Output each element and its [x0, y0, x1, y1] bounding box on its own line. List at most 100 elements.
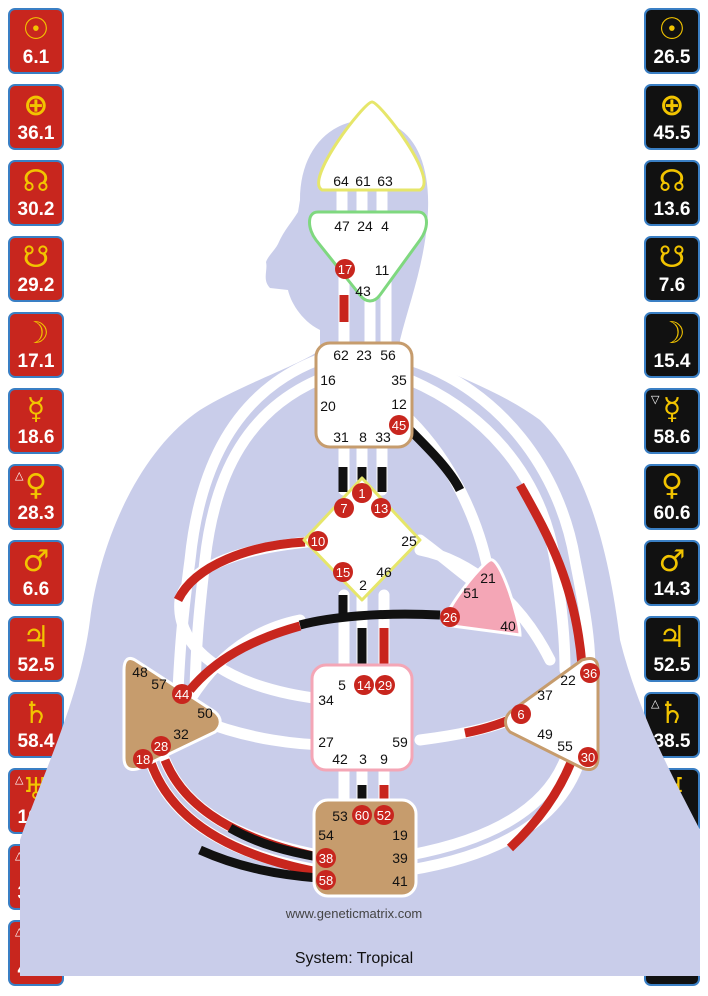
venus-icon: ♀ [25, 468, 47, 503]
gate-42: 42 [332, 751, 348, 767]
earth-icon: ⊕ [659, 88, 685, 123]
planet-card-south-node: ☋7.6 [644, 236, 700, 302]
gate-64: 64 [333, 173, 349, 189]
planet-gate-value: 15.4 [653, 351, 691, 372]
gate-60-marker [352, 805, 372, 825]
design-planet-column: ☉6.1⊕36.1☊30.2☋29.2☽17.1☿18.6△♀28.3♂6.6♃… [8, 8, 68, 996]
planet-gate-value: 52.5 [653, 655, 691, 676]
fixing-mark-icon: ▽ [651, 393, 660, 406]
gate-29-marker [375, 675, 395, 695]
south-node-icon: ☋ [658, 240, 686, 275]
gate-39: 39 [392, 850, 408, 866]
gate-19: 19 [392, 827, 408, 843]
root-center [312, 798, 418, 898]
planet-card-mercury: ☿18.6 [8, 388, 64, 454]
gate-47: 47 [334, 218, 350, 234]
gate-36: 36 [583, 666, 597, 681]
north-node-icon: ☊ [22, 164, 50, 199]
gate-2: 2 [359, 577, 367, 593]
moon-icon: ☽ [22, 316, 50, 351]
saturn-icon: ♄ [658, 696, 686, 731]
fixing-mark-icon: △ [15, 849, 24, 862]
gate-1-marker [352, 483, 372, 503]
gate-10: 10 [311, 534, 325, 549]
gate-35: 35 [391, 372, 407, 388]
gate-58-marker [316, 870, 336, 890]
gate-63: 63 [377, 173, 393, 189]
planet-card-sun: ☉26.5 [644, 8, 700, 74]
gate-15-marker [333, 562, 353, 582]
gate-37: 37 [537, 687, 553, 703]
planet-card-jupiter: ♃52.5 [8, 616, 64, 682]
planet-card-mercury: ▽☿58.6 [644, 388, 700, 454]
throat-center [314, 341, 414, 449]
earth-icon: ⊕ [23, 88, 49, 123]
gate-48: 48 [132, 664, 148, 680]
gate-45-marker [389, 415, 409, 435]
gate-49: 49 [537, 726, 553, 742]
gate-31: 31 [333, 429, 349, 445]
mars-icon: ♂ [22, 544, 50, 579]
gate-17: 17 [338, 262, 352, 277]
gate-13-marker [371, 498, 391, 518]
gate-14: 14 [357, 678, 371, 693]
gate-5: 5 [338, 677, 346, 693]
planet-card-earth: ⊕36.1 [8, 84, 64, 150]
fixing-mark-icon: △ [15, 773, 24, 786]
gate-28-marker [151, 736, 171, 756]
gate-7-marker [334, 498, 354, 518]
gate-17-marker [335, 259, 355, 279]
gate-50: 50 [197, 705, 213, 721]
planet-card-mars: ♂14.3 [644, 540, 700, 606]
gate-53: 53 [332, 808, 348, 824]
gate-38: 38 [319, 851, 333, 866]
gate-22: 22 [560, 672, 576, 688]
planet-card-earth: ⊕45.5 [644, 84, 700, 150]
website-credit: www.geneticmatrix.com [285, 906, 423, 921]
gate-1: 1 [358, 486, 365, 501]
gate-61: 61 [355, 173, 371, 189]
planet-gate-value: 17.1 [17, 351, 55, 372]
gate-11: 11 [375, 262, 390, 278]
gate-55: 55 [557, 738, 573, 754]
south-node-icon: ☋ [22, 240, 50, 275]
planet-card-mars: ♂6.6 [8, 540, 64, 606]
gate-59: 59 [392, 734, 408, 750]
ego-center [443, 558, 522, 637]
planet-gate-value: 6.6 [22, 579, 50, 600]
gate-23: 23 [356, 347, 372, 363]
mercury-icon: ☿ [662, 392, 682, 427]
planet-gate-value: 58.6 [653, 427, 691, 448]
gate-34: 34 [318, 692, 334, 708]
planet-card-saturn: ♄58.4 [8, 692, 64, 758]
gate-10-marker [308, 531, 328, 551]
gate-13: 13 [374, 501, 388, 516]
gate-44: 44 [175, 687, 189, 702]
gate-9: 9 [380, 751, 388, 767]
gate-41: 41 [392, 873, 408, 889]
planet-gate-value: 13.6 [653, 199, 691, 220]
gate-57: 57 [151, 676, 167, 692]
planet-gate-value: 28.3 [17, 503, 55, 524]
gate-4: 4 [381, 218, 389, 234]
gate-15: 15 [336, 565, 350, 580]
gate-36-marker [580, 663, 600, 683]
gate-18: 18 [136, 752, 150, 767]
planet-card-south-node: ☋29.2 [8, 236, 64, 302]
moon-icon: ☽ [658, 316, 686, 351]
gate-14-marker [354, 675, 374, 695]
planet-gate-value: 60.6 [653, 503, 691, 524]
planet-gate-value: 45.5 [653, 123, 691, 144]
planet-gate-value: 18.6 [17, 427, 55, 448]
gate-3: 3 [359, 751, 367, 767]
gate-7: 7 [340, 501, 347, 516]
jupiter-icon: ♃ [22, 620, 50, 655]
gate-8: 8 [359, 429, 367, 445]
gate-21: 21 [480, 570, 496, 586]
ajna-center [308, 210, 428, 303]
gate-30-marker [578, 747, 598, 767]
planet-card-moon: ☽15.4 [644, 312, 700, 378]
gate-56: 56 [380, 347, 396, 363]
sun-icon: ☉ [658, 12, 686, 47]
mars-icon: ♂ [658, 544, 686, 579]
